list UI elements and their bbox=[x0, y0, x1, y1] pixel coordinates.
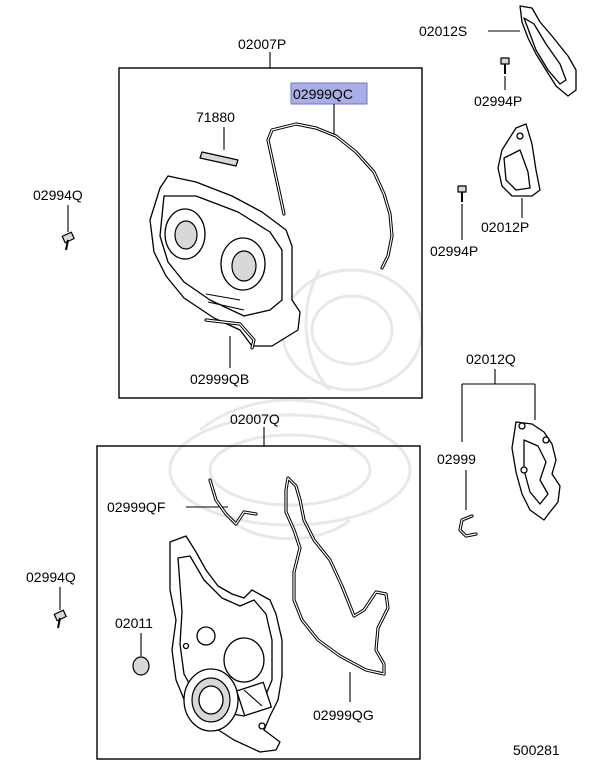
label-02999QG[interactable]: 02999QG bbox=[313, 707, 374, 723]
label-02012P[interactable]: 02012P bbox=[481, 219, 529, 235]
part-02999QF-gasket[interactable] bbox=[208, 478, 258, 526]
lower-cover-frame bbox=[96, 445, 421, 760]
label-02999QB[interactable]: 02999QB bbox=[190, 371, 249, 387]
part-bolt-02994Q-bottom[interactable] bbox=[53, 609, 67, 629]
part-02999QG-gasket[interactable] bbox=[284, 476, 390, 676]
part-bolt-02994Q-top[interactable] bbox=[61, 231, 75, 251]
part-upper-timing-cover[interactable] bbox=[149, 175, 301, 347]
label-71880[interactable]: 71880 bbox=[196, 109, 235, 125]
label-02999QC[interactable]: 02999QC bbox=[293, 86, 353, 102]
label-02007P[interactable]: 02007P bbox=[238, 36, 286, 52]
watermark-logo bbox=[168, 268, 424, 541]
part-02012P-bracket[interactable] bbox=[497, 123, 541, 197]
part-02999QC-gasket[interactable] bbox=[266, 122, 394, 270]
label-02994P-mid[interactable]: 02994P bbox=[430, 243, 478, 259]
label-02007Q[interactable]: 02007Q bbox=[230, 411, 280, 427]
highlight-box bbox=[290, 82, 368, 105]
part-02012Q-bracket[interactable] bbox=[511, 421, 561, 521]
label-02012Q[interactable]: 02012Q bbox=[466, 351, 516, 367]
label-02994P-top[interactable]: 02994P bbox=[474, 93, 522, 109]
label-02994Q-bottom[interactable]: 02994Q bbox=[26, 569, 76, 585]
part-lower-timing-cover[interactable] bbox=[169, 535, 283, 753]
part-02999QB-seal[interactable] bbox=[204, 318, 256, 350]
part-02011-plug[interactable] bbox=[132, 656, 150, 676]
part-bolt-02994P-mid[interactable] bbox=[457, 185, 467, 202]
label-02999[interactable]: 02999 bbox=[437, 451, 476, 467]
part-02999-clip[interactable] bbox=[458, 514, 478, 538]
part-71880-strip[interactable] bbox=[199, 151, 239, 167]
label-02999QF[interactable]: 02999QF bbox=[107, 499, 165, 515]
label-02994Q-top[interactable]: 02994Q bbox=[33, 187, 83, 203]
label-02011[interactable]: 02011 bbox=[115, 615, 153, 631]
label-02012S[interactable]: 02012S bbox=[419, 23, 467, 39]
part-02012S-bracket[interactable] bbox=[519, 5, 577, 97]
part-bolt-02994P-top[interactable] bbox=[500, 57, 510, 74]
diagram-number: 500281 bbox=[513, 742, 560, 758]
